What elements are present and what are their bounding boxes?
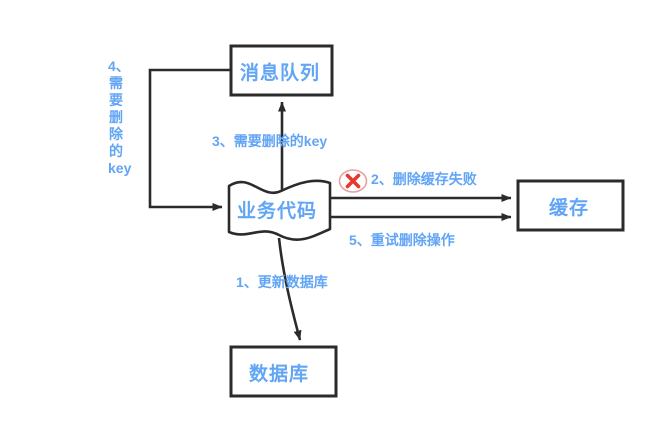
edge-4-key-from-mq-line xyxy=(148,68,231,211)
node-label-database: 数据库 xyxy=(249,364,310,385)
node-label-cache: 缓存 xyxy=(549,198,590,219)
node-label-message-queue: 消息队列 xyxy=(240,63,321,84)
edge-label-key-from-mq-char-6: key xyxy=(108,160,132,176)
edge-label-update-database: 1、更新数据库 xyxy=(236,274,328,290)
node-label-business-code: 业务代码 xyxy=(237,201,318,222)
edge-label-key-from-mq-char-1: 需 xyxy=(109,75,123,91)
node-database-shape xyxy=(229,345,338,398)
edge-1-update-db-line xyxy=(277,237,302,341)
node-database[interactable] xyxy=(231,347,336,396)
edge-label-key-from-mq-char-0: 4、 xyxy=(108,58,130,74)
edge-label-key-from-mq-char-3: 删 xyxy=(109,109,123,125)
edge-label-key-from-mq-char-5: 的 xyxy=(109,143,123,159)
node-business-code[interactable] xyxy=(227,180,330,237)
error-cross-icon xyxy=(338,169,368,193)
node-cache[interactable] xyxy=(518,181,623,230)
edge-label-delete-cache-failed: 2、删除缓存失败 xyxy=(371,171,477,187)
edge-label-key-from-mq: 4、 需 要 删 除 的 key xyxy=(108,58,132,177)
edge-label-key-from-mq-char-4: 除 xyxy=(109,126,123,142)
edge-label-key-from-mq-char-2: 要 xyxy=(109,92,123,108)
node-message-queue[interactable] xyxy=(231,46,332,95)
node-cache-shape xyxy=(516,179,625,232)
node-business-code-shape xyxy=(227,179,332,241)
edge-label-key-to-mq: 3、需要删除的key xyxy=(212,133,328,149)
edge-label-retry-delete: 5、重试删除操作 xyxy=(349,232,455,248)
